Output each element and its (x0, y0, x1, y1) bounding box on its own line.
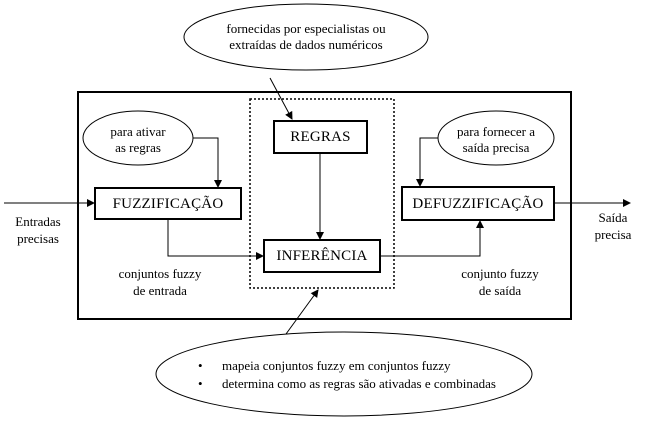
inference-note-arrow (285, 289, 319, 335)
fuzzy-output-arrow (380, 220, 484, 257)
inference-label: INFERÊNCIA (276, 248, 368, 264)
rules-box (273, 120, 368, 154)
inference-note-bullet-1: • (198, 358, 203, 373)
output-note-line2: saída precisa (462, 140, 530, 155)
fuzzy-input-arrow (167, 219, 264, 260)
fuzzification-label: FUZZIFICAÇÃO (112, 196, 224, 212)
experts-arrow (269, 77, 293, 120)
output-label-line1: Saída (598, 210, 628, 225)
output-note-line1: para fornecer a (457, 124, 535, 139)
experts-note-line2: extraídas de dados numéricos (229, 37, 383, 52)
output-note-arrow (416, 137, 438, 187)
inference-note-item1: mapeia conjuntos fuzzy em conjuntos fuzz… (222, 358, 451, 373)
defuzzification-label: DEFUZZIFICAÇÃO (412, 196, 544, 212)
inference-note-bullet-2: • (198, 376, 203, 391)
activate-note-line1: para ativar (110, 124, 166, 139)
system-frame (77, 91, 572, 320)
fuzzy-input-label-line1: conjuntos fuzzy (118, 266, 202, 281)
input-label-line1: Entradas (15, 214, 61, 229)
inference-note-item2: determina como as regras são ativadas e … (222, 376, 496, 391)
inference-box (263, 239, 381, 273)
fuzzy-output-label-line1: conjunto fuzzy (461, 266, 539, 281)
activate-note-line2: as regras (115, 140, 161, 155)
fuzzification-box (94, 187, 242, 220)
activate-arrow (193, 137, 222, 188)
fuzzy-output-label-line2: de saída (478, 283, 522, 298)
experts-note-line1: fornecidas por especialistas ou (226, 21, 386, 36)
inference-region (249, 98, 395, 289)
fuzzy-input-label-line2: de entrada (133, 283, 187, 298)
input-label-line2: precisas (17, 231, 59, 246)
experts-note-ellipse (183, 3, 429, 71)
defuzzification-box (401, 186, 555, 221)
rules-label: REGRAS (290, 129, 351, 145)
output-label-line2: precisa (594, 227, 632, 242)
inference-note-ellipse (155, 331, 533, 417)
